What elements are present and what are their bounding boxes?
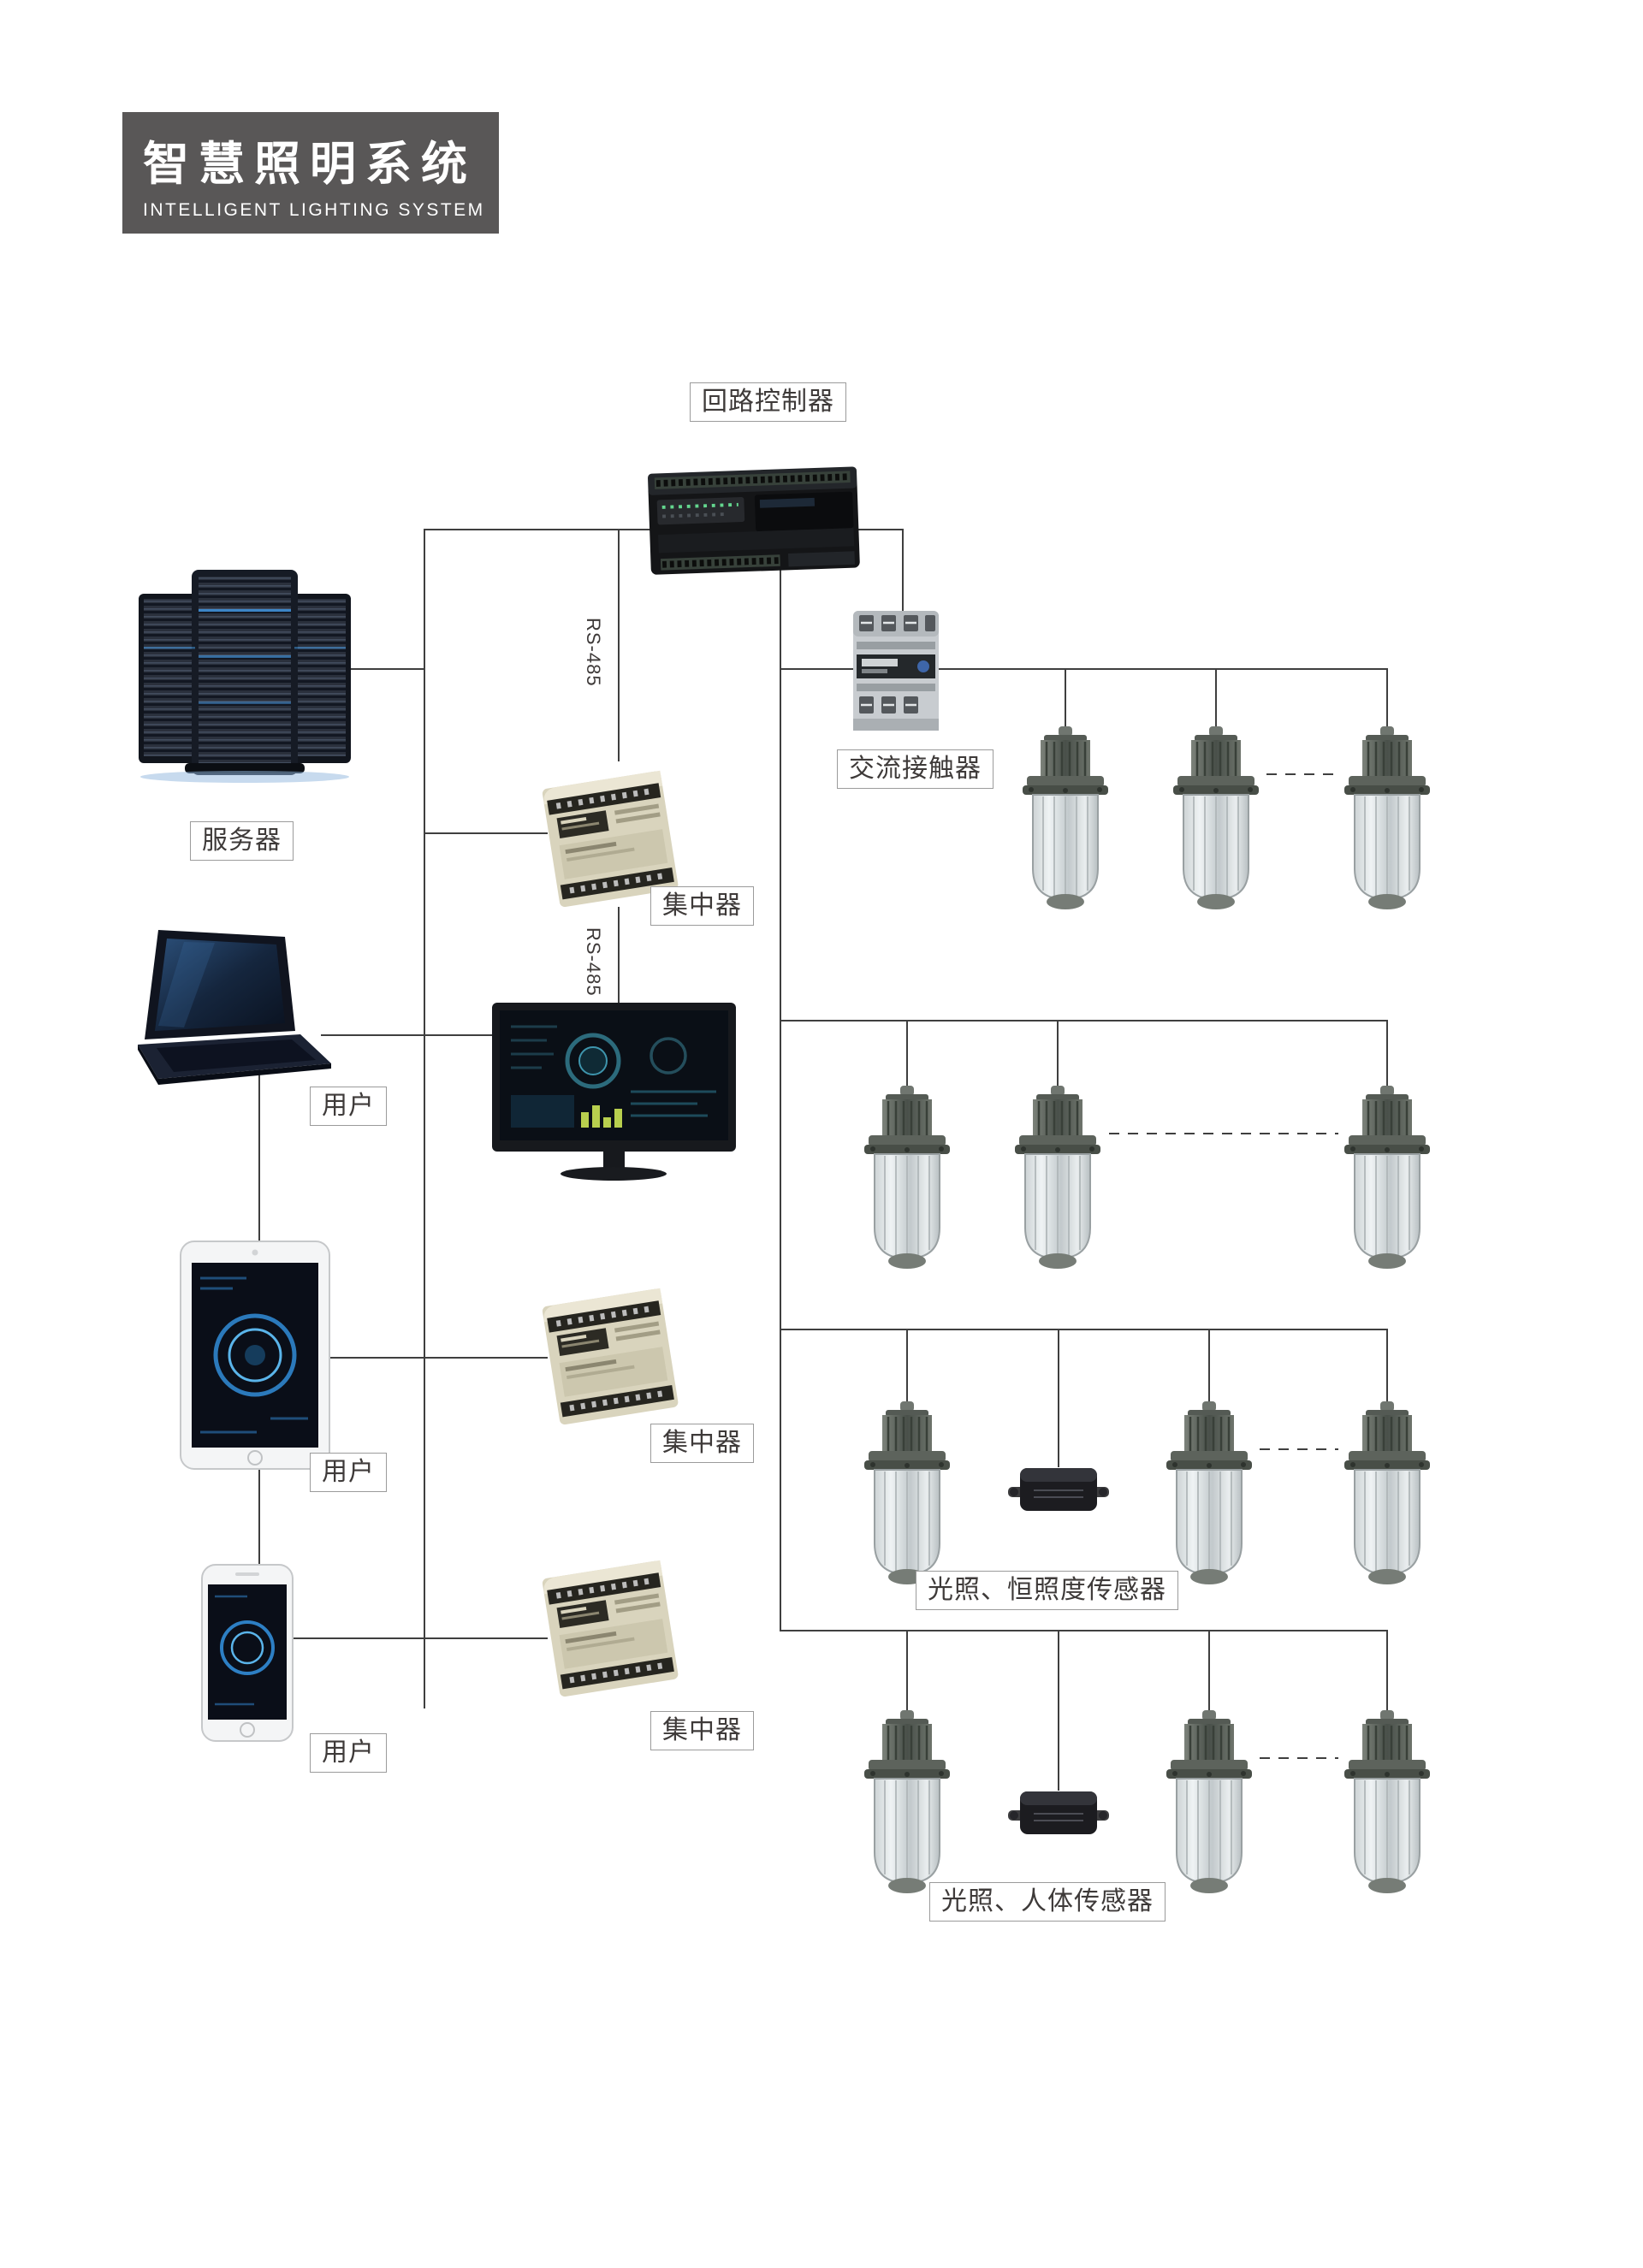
wire-lamp-drop <box>906 1020 908 1093</box>
loop-controller-label: 回路控制器 <box>690 382 846 422</box>
wire-bus-main <box>424 529 425 1708</box>
wire-chain-laptop-tablet <box>258 1074 260 1245</box>
wire-riser-main <box>780 529 781 1631</box>
loop-controller-device <box>646 457 862 589</box>
wire-lamp-drop <box>1065 668 1066 737</box>
lamp-icon <box>1340 1708 1434 1902</box>
wire-dashed-row1 <box>1266 773 1338 775</box>
ac-contactor-device <box>843 607 950 736</box>
wire-dashed-row4 <box>1260 1757 1338 1759</box>
wire-lamp-drop <box>906 1329 908 1409</box>
page-title: 智慧照明系统 <box>143 138 477 190</box>
wire-lamp-drop <box>1208 1329 1210 1409</box>
concentrator-label-2: 集中器 <box>650 1424 754 1463</box>
dashboard-monitor-device <box>492 1003 736 1187</box>
wire-lamp-drop <box>1386 1630 1388 1715</box>
wire-dashed-row2 <box>1109 1133 1338 1134</box>
smartphone-device <box>199 1562 295 1744</box>
wire-phone-concentrator3 <box>291 1637 548 1639</box>
ac-contactor-label: 交流接触器 <box>837 749 994 789</box>
lamp-icon <box>860 1708 954 1902</box>
wire-sensor-drop <box>1058 1329 1059 1467</box>
lamp-icon <box>1011 1084 1105 1277</box>
user-label-1: 用户 <box>310 1087 387 1126</box>
lamp-icon <box>860 1084 954 1277</box>
page-subtitle: INTELLIGENT LIGHTING SYSTEM <box>143 199 485 220</box>
laptop-device <box>133 928 334 1094</box>
wire-lamp-drop <box>906 1630 908 1715</box>
wire-laptop-monitor <box>321 1034 496 1036</box>
illuminance-sensor-label: 光照、恒照度传感器 <box>916 1571 1178 1610</box>
lamp-icon <box>1169 725 1263 918</box>
lamp-icon <box>1018 725 1112 918</box>
occupancy-sensor-device <box>1006 1785 1111 1846</box>
wire-lamp-row4 <box>780 1630 1388 1631</box>
wire-lamp-drop <box>1057 1020 1059 1093</box>
user-label-3: 用户 <box>310 1733 387 1773</box>
lamp-icon <box>1340 1400 1434 1593</box>
wire-lamp-drop <box>1208 1630 1210 1715</box>
wire-lamp-row1 <box>780 668 1388 670</box>
wire-lamp-drop <box>1386 1329 1388 1409</box>
concentrator-label-3: 集中器 <box>650 1711 754 1750</box>
lamp-icon <box>1340 1084 1434 1277</box>
lamp-icon <box>860 1400 954 1593</box>
wire-lamp-drop <box>1386 1020 1388 1093</box>
lamp-icon <box>1162 1708 1256 1902</box>
lamp-icon <box>1162 1400 1256 1593</box>
server-rack-device <box>137 565 353 785</box>
wire-server-tap <box>338 668 425 670</box>
concentrator-device-3 <box>535 1547 685 1709</box>
concentrator-label-1: 集中器 <box>650 886 754 926</box>
wire-lamp-row3 <box>780 1329 1388 1330</box>
wire-contactor-drop <box>902 529 904 618</box>
wire-lamp-row2 <box>780 1020 1388 1021</box>
tablet-device <box>178 1239 332 1472</box>
wire-concentrator1-tap <box>424 832 548 834</box>
occupancy-sensor-label: 光照、人体传感器 <box>929 1882 1166 1922</box>
concentrator-device-2 <box>535 1275 685 1437</box>
illuminance-sensor-device <box>1006 1461 1111 1523</box>
header-block: 智慧照明系统 INTELLIGENT LIGHTING SYSTEM <box>122 112 499 234</box>
wire-chain-tablet-phone <box>258 1465 260 1569</box>
wire-lamp-drop <box>1386 668 1388 737</box>
user-label-2: 用户 <box>310 1453 387 1492</box>
wire-tablet-concentrator2 <box>317 1357 548 1359</box>
wire-rs485-top <box>618 529 620 761</box>
wire-dashed-row3 <box>1260 1448 1338 1450</box>
wire-sensor-drop <box>1058 1630 1059 1791</box>
rs485-label-1: RS-485 <box>582 618 604 687</box>
wire-lamp-drop <box>1215 668 1217 737</box>
server-label: 服务器 <box>190 821 294 861</box>
wire-rs485-mid <box>618 907 620 1011</box>
rs485-label-2: RS-485 <box>582 927 604 997</box>
lamp-icon <box>1340 725 1434 918</box>
